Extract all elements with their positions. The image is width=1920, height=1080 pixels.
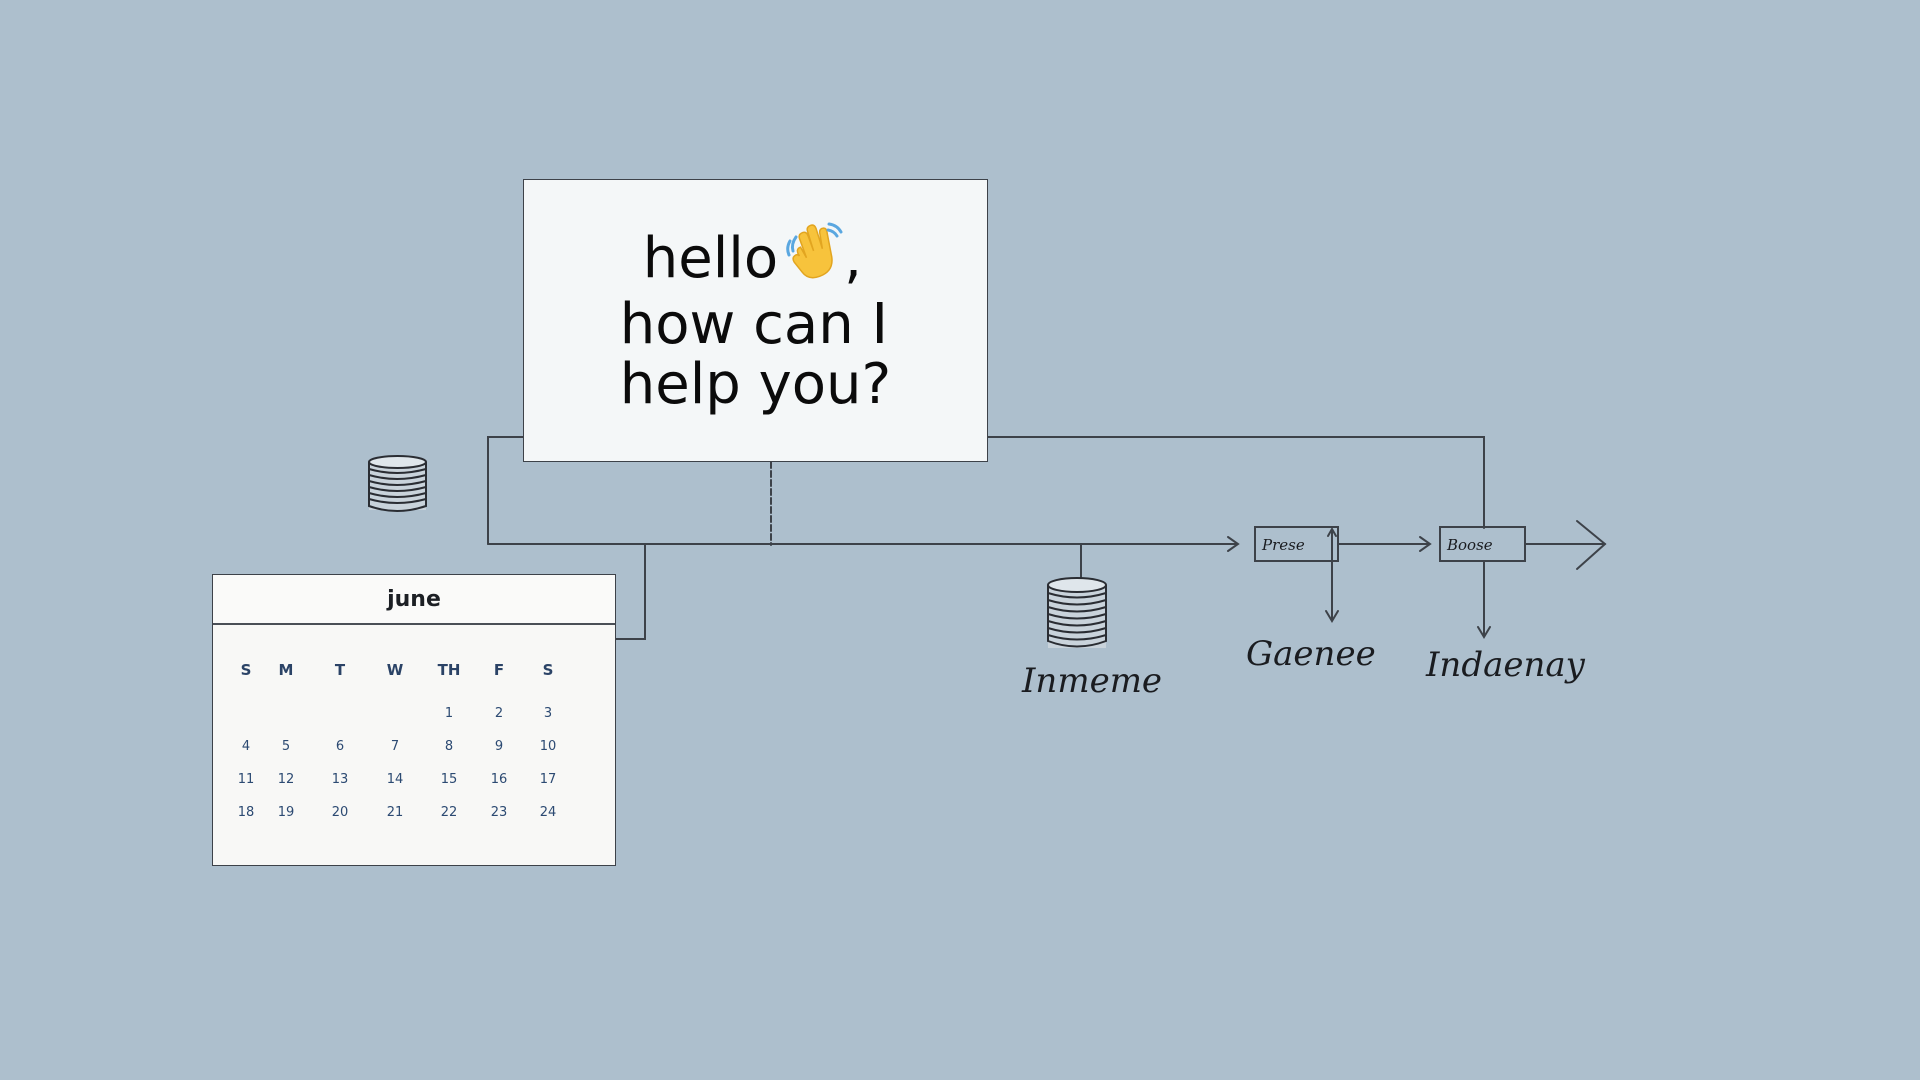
greeting-text: hello , how can I help you? (620, 221, 891, 415)
calendar-day[interactable]: 14 (386, 772, 404, 787)
greeting-comma: , (844, 225, 862, 291)
database-label: Inmeme (1021, 661, 1162, 701)
connector-top-right (987, 436, 1485, 529)
calendar-day[interactable]: 22 (440, 805, 458, 820)
calendar-day[interactable]: 21 (386, 805, 404, 820)
calendar-month-title: june (213, 575, 615, 625)
weekday-saturday: S (542, 661, 554, 679)
end-arrow-head (1576, 520, 1607, 570)
calendar-day[interactable]: 13 (331, 772, 349, 787)
weekday-friday: F (493, 661, 505, 679)
calendar-day[interactable]: 23 (490, 805, 508, 820)
boose-box-label: Boose (1446, 536, 1493, 554)
waving-hand-icon (784, 221, 844, 295)
prese-up-tick (1327, 526, 1337, 537)
greeting-card: hello , how can I help you? (523, 179, 988, 462)
calendar-widget: june S M T W TH F S 1 2 3 4 (212, 574, 616, 866)
calendar-day[interactable]: 7 (390, 739, 400, 754)
calendar-week-4: 18 19 20 21 22 23 24 (233, 796, 597, 829)
arrow-to-prese (1227, 536, 1240, 552)
calendar-week-3: 11 12 13 14 15 16 17 (233, 763, 597, 796)
calendar-day[interactable]: 5 (281, 739, 291, 754)
weekday-sunday: S (240, 661, 252, 679)
weekday-monday: M (278, 661, 294, 679)
connector-top-left (487, 436, 524, 545)
calendar-day[interactable]: 10 (539, 739, 557, 754)
calendar-week-2: 4 5 6 7 8 9 10 (233, 730, 597, 763)
calendar-day[interactable]: 4 (241, 739, 251, 754)
prese-box-label: Prese (1261, 536, 1305, 554)
prese-box (1254, 526, 1339, 562)
calendar-day[interactable]: 2 (494, 706, 504, 721)
database-icon-large (1047, 577, 1107, 648)
calendar-day[interactable]: 19 (277, 805, 295, 820)
weekday-tuesday: T (334, 661, 346, 679)
calendar-day[interactable]: 1 (444, 706, 454, 721)
calendar-week-1: 1 2 3 (233, 697, 597, 730)
prese-down-arrow (1325, 610, 1339, 623)
arrow-to-boose (1419, 536, 1432, 552)
calendar-day[interactable]: 24 (539, 805, 557, 820)
greeting-line-2: how can I (619, 291, 889, 357)
weekday-thursday: TH (437, 661, 461, 679)
boose-down-arrow (1477, 626, 1491, 639)
calendar-day[interactable]: 15 (440, 772, 458, 787)
calendar-day[interactable]: 3 (543, 706, 553, 721)
calendar-day[interactable]: 6 (335, 739, 345, 754)
boose-box (1439, 526, 1526, 562)
database-icon-small (368, 455, 427, 512)
greeting-hello: hello (642, 225, 779, 291)
calendar-day[interactable]: 8 (444, 739, 454, 754)
right-output-label: Indaenay (1425, 645, 1586, 685)
calendar-day[interactable]: 12 (277, 772, 295, 787)
weekday-wednesday: W (386, 661, 404, 679)
calendar-day[interactable]: 17 (539, 772, 557, 787)
middle-output-label: Gaenee (1246, 634, 1376, 674)
calendar-day[interactable]: 18 (237, 805, 255, 820)
greeting-line-3: help you? (619, 351, 892, 417)
calendar-weekday-row: S M T W TH F S (233, 655, 597, 685)
greeting-line-1: hello , (620, 221, 891, 295)
calendar-grid: S M T W TH F S 1 2 3 4 5 6 7 (233, 661, 597, 829)
calendar-day[interactable]: 9 (494, 739, 504, 754)
calendar-connector (615, 543, 646, 640)
calendar-day[interactable]: 16 (490, 772, 508, 787)
calendar-day[interactable]: 11 (237, 772, 255, 787)
calendar-day[interactable]: 20 (331, 805, 349, 820)
